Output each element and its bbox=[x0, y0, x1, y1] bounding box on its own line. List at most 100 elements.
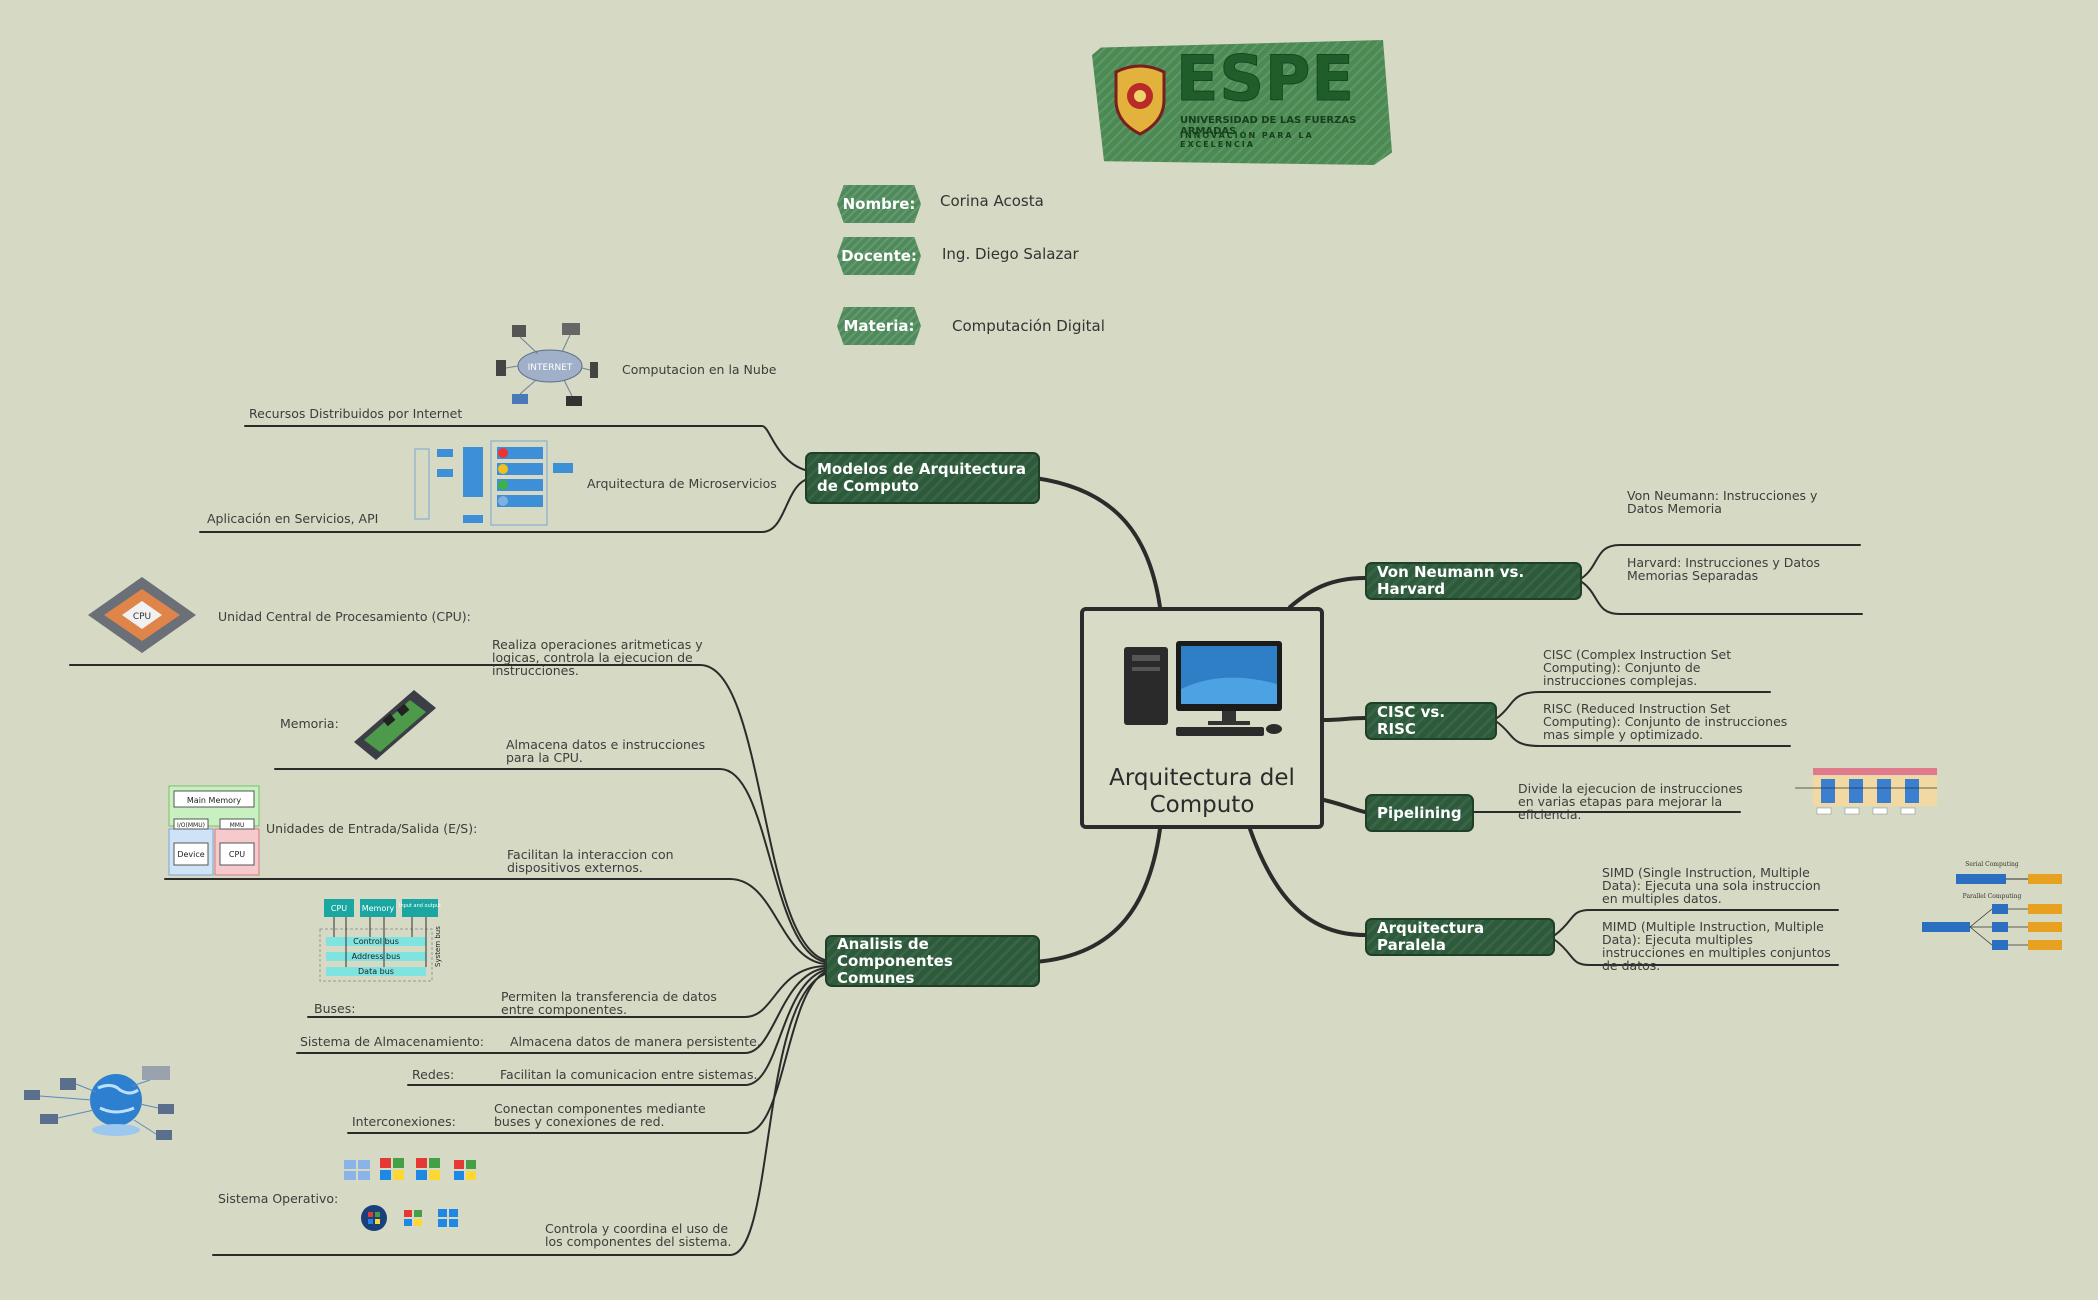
simd-text: SIMD (Single Instruction, Multiple Data)… bbox=[1602, 865, 1821, 906]
mmu-label: MMU bbox=[230, 822, 245, 829]
connector-cisc-cisc bbox=[1496, 691, 1771, 719]
microservices-diagram bbox=[414, 440, 573, 526]
nombre-value: Corina Acosta bbox=[940, 192, 1044, 210]
docente-label: Docente: bbox=[837, 237, 921, 275]
recursos-text: Recursos Distribuidos por Internet bbox=[249, 406, 463, 421]
branch-modelos-label: Modelos de Arquitectura de Computo bbox=[817, 460, 1027, 495]
connector-analisis-memoria bbox=[274, 768, 826, 963]
windows-logo-icon bbox=[344, 1158, 476, 1231]
redes-desc: Facilitan la comunicacion entre sistemas… bbox=[500, 1067, 758, 1082]
shield-crest-icon bbox=[1114, 64, 1166, 136]
branch-von-neumann-harvard[interactable]: Von Neumann vs. Harvard bbox=[1365, 562, 1582, 600]
bus-memory-label: Memory bbox=[362, 904, 395, 913]
parallel-computing-diagram: Serial Computing Parallel Computing bbox=[1922, 861, 2062, 950]
connector-analisis-es bbox=[164, 878, 826, 965]
risc-text: RISC (Reduced Instruction Set Computing)… bbox=[1543, 701, 1788, 742]
connector-central-pipelining bbox=[1322, 798, 1367, 814]
connector-analisis-interconexiones bbox=[347, 971, 826, 1134]
branch-arquitectura-paralela[interactable]: Arquitectura Paralela bbox=[1365, 918, 1555, 956]
computer-icon bbox=[1124, 641, 1282, 736]
logo-subtitle: UNIVERSIDAD DE LAS FUERZAS ARMADAS bbox=[1180, 115, 1357, 137]
almacenamiento-desc: Almacena datos de manera persistente. bbox=[510, 1034, 761, 1049]
data-bus-label: Data bus bbox=[358, 967, 394, 976]
connector-analisis-so bbox=[212, 973, 826, 1256]
docente-value: Ing. Diego Salazar bbox=[942, 245, 1079, 263]
io-units-diagram: Main Memory Device CPU I/O(MMU) MMU bbox=[168, 785, 260, 876]
materia-value: Computación Digital bbox=[952, 317, 1105, 335]
buses-label: Buses: bbox=[314, 1001, 356, 1016]
connector-central-analisis bbox=[1033, 827, 1162, 964]
mimd-text: MIMD (Multiple Instruction, Multiple Dat… bbox=[1602, 919, 1831, 973]
microservicios-text: Arquitectura de Microservicios bbox=[587, 476, 777, 491]
connector-central-von bbox=[1288, 576, 1367, 609]
nombre-label: Nombre: bbox=[837, 185, 921, 223]
pipeline-diagram bbox=[1795, 768, 1937, 815]
connector-central-modelos bbox=[1033, 476, 1162, 609]
cpu-chip-label: CPU bbox=[133, 612, 151, 622]
bus-io-label: Input and output bbox=[399, 903, 441, 909]
connector-paralela-simd bbox=[1554, 909, 1839, 936]
cpu-label: Unidad Central de Procesamiento (CPU): bbox=[218, 609, 471, 624]
connector-modelos-recursos bbox=[244, 425, 806, 471]
branch-pipelining-label: Pipelining bbox=[1377, 803, 1462, 822]
espe-logo: ESPE UNIVERSIDAD DE LAS FUERZAS ARMADAS … bbox=[1092, 40, 1392, 165]
io-cpu-label: CPU bbox=[229, 850, 245, 859]
api-text: Aplicación en Servicios, API bbox=[207, 511, 379, 526]
memoria-label: Memoria: bbox=[280, 716, 339, 731]
so-desc: Controla y coordina el uso de los compon… bbox=[545, 1221, 732, 1249]
cpu-chip-icon: CPU bbox=[88, 577, 196, 653]
branch-cisc-label: CISC vs. RISC bbox=[1377, 703, 1446, 738]
branch-analisis-label: Analisis de Componentes Comunes bbox=[837, 934, 953, 987]
connector-central-paralela bbox=[1248, 827, 1367, 937]
branch-von-label: Von Neumann vs. Harvard bbox=[1377, 563, 1525, 598]
cpu-desc: Realiza operaciones aritmeticas y logica… bbox=[492, 637, 703, 678]
branch-modelos[interactable]: Modelos de Arquitectura de Computo bbox=[805, 452, 1040, 504]
io-module-label: I/O(MMU) bbox=[177, 822, 205, 829]
connector-analisis-buses bbox=[307, 965, 826, 1018]
cloud-network-icon: INTERNET bbox=[496, 323, 598, 406]
so-label: Sistema Operativo: bbox=[218, 1191, 339, 1206]
branch-pipelining[interactable]: Pipelining bbox=[1365, 794, 1474, 832]
almacenamiento-label: Sistema de Almacenamiento: bbox=[300, 1034, 484, 1049]
logo-tagline: INNOVACIÓN PARA LA EXCELENCIA bbox=[1180, 131, 1314, 149]
connector-von-neumann bbox=[1581, 544, 1861, 579]
connector-analisis-redes bbox=[407, 969, 826, 1086]
address-bus-label: Address bus bbox=[352, 952, 401, 961]
memoria-desc: Almacena datos e instrucciones para la C… bbox=[506, 737, 706, 765]
interconexiones-label: Interconexiones: bbox=[352, 1114, 456, 1129]
branch-analisis[interactable]: Analisis de Componentes Comunes bbox=[825, 935, 1040, 987]
internet-label: INTERNET bbox=[528, 363, 573, 373]
system-bus-diagram: CPU Memory Input and output Control bus … bbox=[319, 899, 442, 982]
es-label: Unidades de Entrada/Salida (E/S): bbox=[266, 821, 478, 836]
connector-cisc-risc bbox=[1496, 721, 1791, 747]
interconexiones-desc: Conectan componentes mediante buses y co… bbox=[494, 1101, 706, 1129]
connector-analisis-cpu bbox=[69, 664, 826, 961]
central-node[interactable]: Arquitectura del Computo bbox=[1080, 607, 1324, 829]
connector-von-harvard bbox=[1581, 581, 1863, 615]
parallel-computing-label: Parallel Computing bbox=[1963, 893, 2022, 900]
buses-desc: Permiten la transferencia de datos entre… bbox=[501, 989, 717, 1017]
connector-central-cisc bbox=[1322, 716, 1367, 722]
materia-label: Materia: bbox=[837, 307, 921, 345]
globe-network-icon bbox=[24, 1066, 174, 1140]
branch-paralela-label: Arquitectura Paralela bbox=[1377, 919, 1485, 954]
cisc-text: CISC (Complex Instruction Set Computing)… bbox=[1543, 647, 1732, 688]
pipelining-text: Divide la ejecucion de instrucciones en … bbox=[1518, 781, 1743, 822]
connector-modelos-api bbox=[199, 479, 806, 533]
es-desc: Facilitan la interaccion con dispositivo… bbox=[507, 847, 674, 875]
serial-computing-label: Serial Computing bbox=[1965, 861, 2019, 868]
memory-module-icon bbox=[354, 690, 436, 760]
bus-cpu-label: CPU bbox=[331, 904, 347, 913]
device-label: Device bbox=[177, 850, 204, 859]
harvard-text: Harvard: Instrucciones y Datos Memorias … bbox=[1627, 555, 1821, 583]
branch-cisc-risc[interactable]: CISC vs. RISC bbox=[1365, 702, 1497, 740]
nube-text: Computacion en la Nube bbox=[622, 362, 777, 377]
control-bus-label: Control bus bbox=[353, 937, 399, 946]
main-memory-label: Main Memory bbox=[187, 796, 241, 805]
connector-analisis-almacenamiento bbox=[296, 967, 826, 1054]
von-neumann-text: Von Neumann: Instrucciones y Datos Memor… bbox=[1627, 488, 1818, 516]
redes-label: Redes: bbox=[412, 1067, 455, 1082]
connector-paralela-mimd bbox=[1554, 939, 1839, 966]
central-title: Arquitectura del Computo bbox=[1109, 765, 1295, 818]
logo-wordmark: ESPE bbox=[1176, 42, 1355, 116]
